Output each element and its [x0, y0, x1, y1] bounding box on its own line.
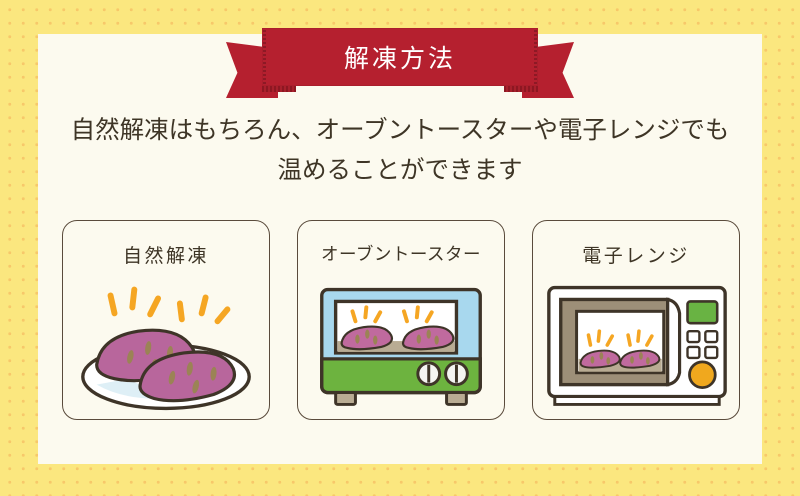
ribbon-band: [262, 28, 538, 86]
plate-with-sweet-potatoes-icon: [63, 273, 269, 419]
description-line-2: 温めることができます: [277, 155, 523, 184]
card-label-microwave: 電子レンジ: [582, 245, 690, 267]
microwave-icon: [533, 273, 739, 419]
oven-toaster-icon: [298, 273, 504, 419]
title-ribbon: 解凍方法: [226, 20, 574, 98]
page-title: 解凍方法: [343, 44, 456, 73]
method-card-natural-thaw[interactable]: 自然解凍: [62, 220, 270, 420]
method-card-oven-toaster[interactable]: オーブントースター: [297, 220, 505, 420]
method-card-microwave[interactable]: 電子レンジ: [532, 220, 740, 420]
method-card-list: 自然解凍: [62, 220, 740, 420]
description-line-1: 自然解凍はもちろん、オーブントースターや電子レンジでも: [70, 115, 730, 144]
description-text: 自然解凍はもちろん、オーブントースターや電子レンジでも 温めることができます: [38, 110, 762, 190]
card-label-natural-thaw: 自然解凍: [122, 245, 209, 267]
card-label-oven-toaster: オーブントースター: [320, 245, 482, 265]
